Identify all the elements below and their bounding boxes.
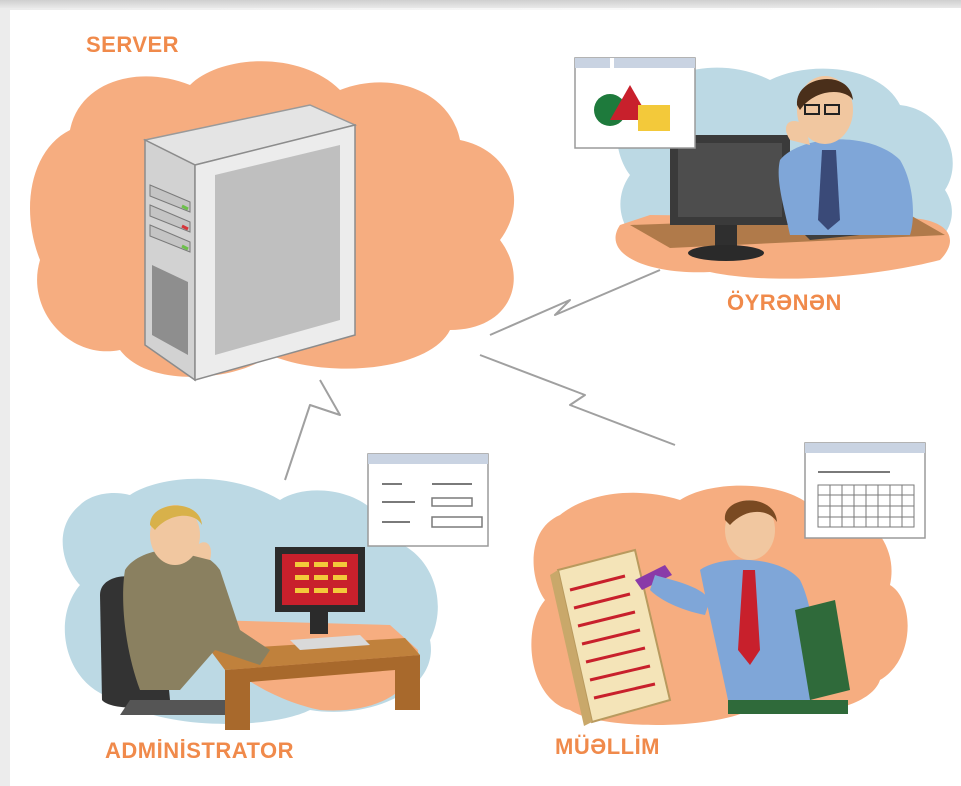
link-server-learner bbox=[489, 269, 661, 336]
lightning-link-icon bbox=[284, 269, 676, 481]
server-tower-icon bbox=[142, 104, 358, 382]
learner-person bbox=[778, 76, 913, 235]
shapes-chart-icon bbox=[574, 57, 696, 149]
link-server-admin bbox=[284, 379, 341, 481]
slide-top-bar bbox=[0, 0, 961, 8]
administrator-label: ADMİNİSTRATOR bbox=[105, 738, 295, 763]
teacher-label: MÜƏLLİM bbox=[555, 734, 661, 759]
network-illustration: SERVER ÖYRƏNƏN ADMİNİSTRATOR MÜƏLLİM bbox=[10, 10, 961, 786]
form-window-icon bbox=[367, 453, 489, 547]
illustration-canvas bbox=[30, 57, 953, 730]
administrator-person bbox=[123, 505, 270, 690]
link-server-teacher bbox=[479, 354, 676, 446]
table-grid-icon bbox=[804, 442, 926, 539]
teacher-person bbox=[650, 500, 850, 714]
learner-label: ÖYRƏNƏN bbox=[727, 290, 842, 315]
server-label: SERVER bbox=[86, 32, 180, 57]
teacher-board bbox=[550, 548, 672, 726]
